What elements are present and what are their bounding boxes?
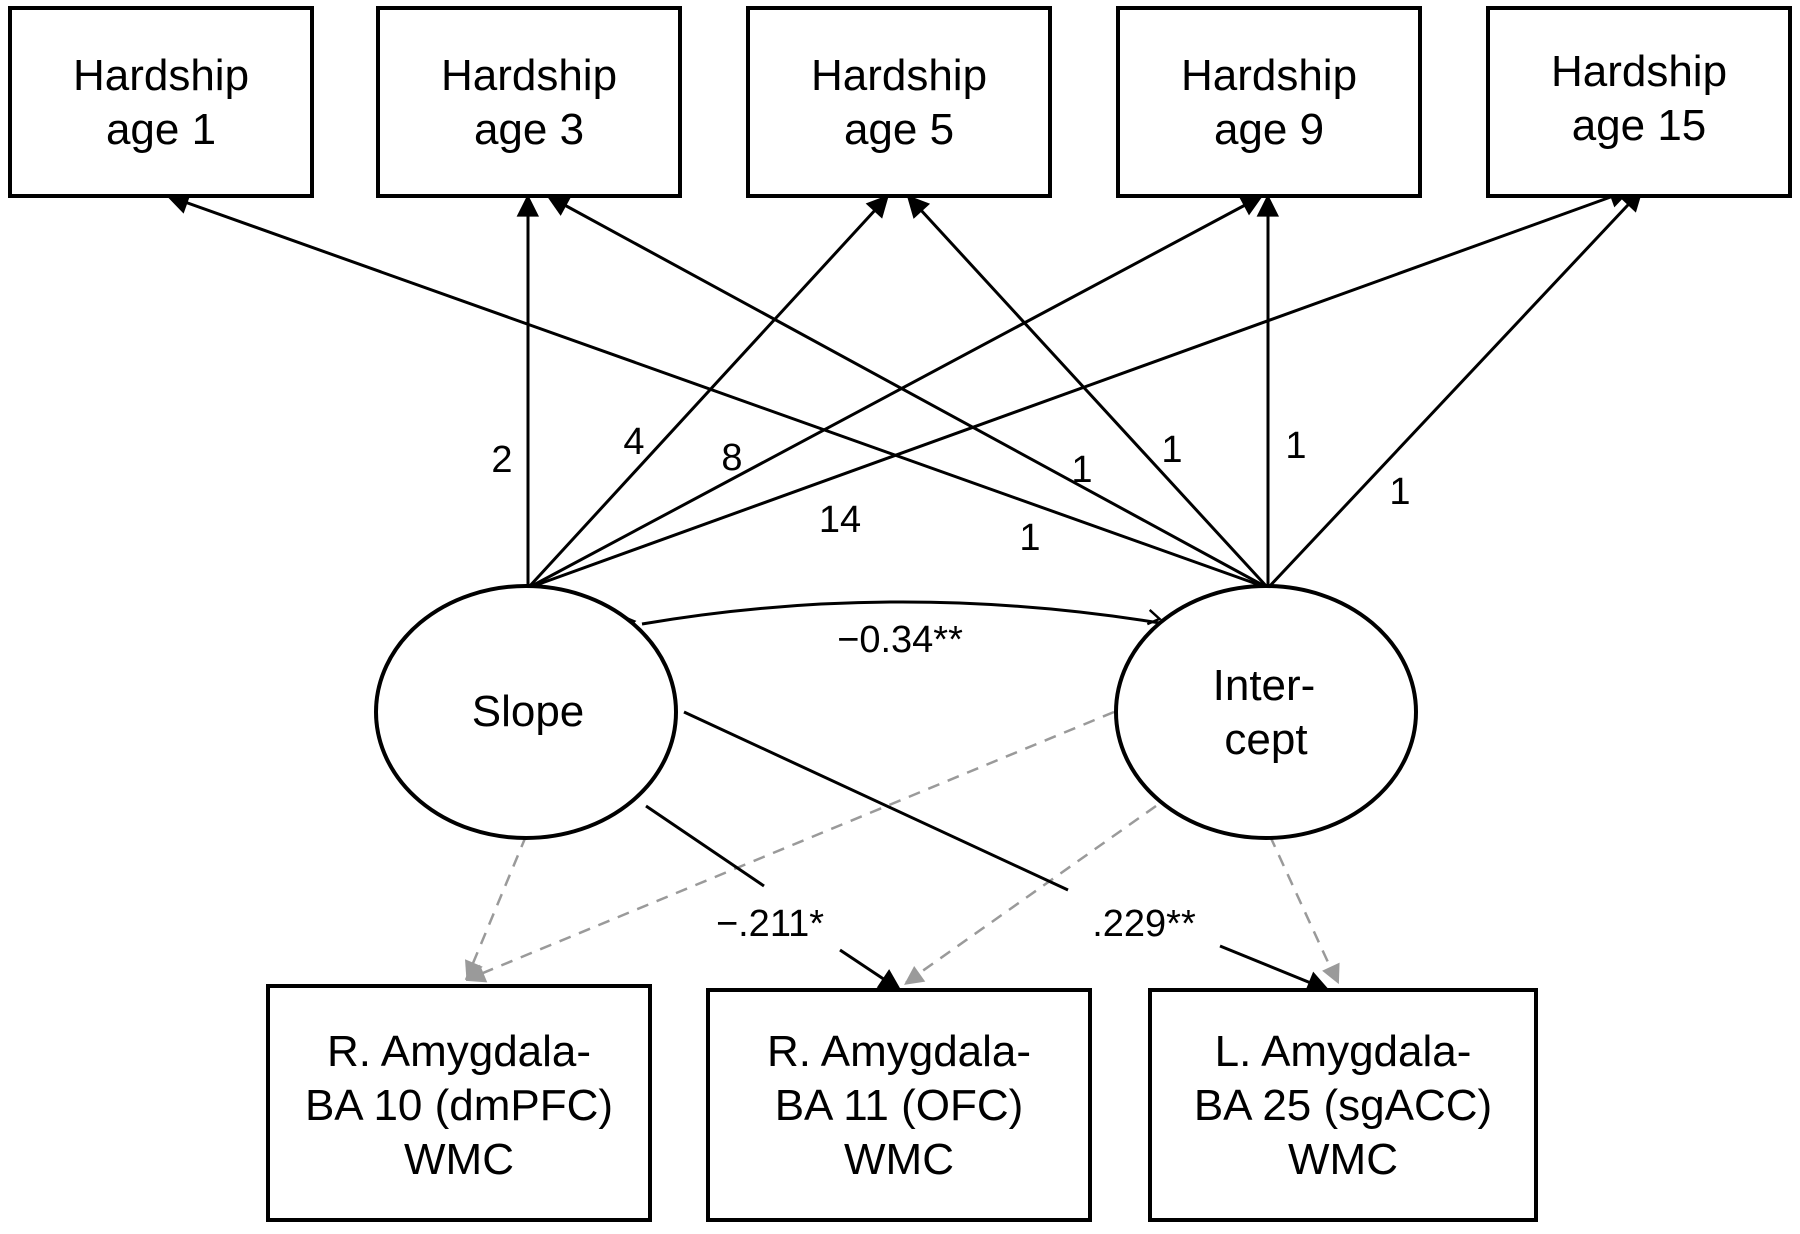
covariance-label: −0.34** [837,619,963,661]
outcome-label-line2: BA 11 (OFC) [775,1081,1024,1130]
indicator-label-line2: age 1 [106,105,216,154]
latent-intercept: Inter- cept [1114,584,1418,840]
indicator-box-age1: Hardship age 1 [8,6,314,198]
path-intercept-to-ofc [903,804,1157,986]
indicator-box-age15: Hardship age 15 [1486,6,1792,198]
loading-label-intercept-age9: 1 [1285,425,1306,467]
regression-label-slope-sgacc: .229** [1092,903,1196,945]
outcome-label-line2: BA 25 (sgACC) [1194,1081,1492,1130]
loading-label-slope-age9: 8 [721,437,742,479]
outcome-label-line3: WMC [404,1135,514,1184]
regression-label-slope-ofc: −.211* [716,903,824,945]
path-intercept-to-dmpfc [465,710,1115,983]
loading-label-intercept-age5: 1 [1161,429,1182,471]
outcome-label-line1: R. Amygdala- [327,1027,591,1076]
path-slope-to-sgacc [683,710,1069,892]
indicator-box-age5: Hardship age 5 [746,6,1052,198]
indicator-label-line2: age 15 [1572,101,1707,150]
slope-loading-labels: 2 4 8 14 [491,421,861,541]
loading-label-slope-age5: 4 [623,421,644,463]
loading-label-slope-age15: 14 [819,499,861,541]
loading-label-intercept-age3: 1 [1071,449,1092,491]
outcome-label-line2: BA 10 (dmPFC) [305,1081,613,1130]
path-intercept-to-age15 [1266,188,1644,590]
indicator-label-line2: age 9 [1214,105,1324,154]
slope-loading-paths [516,186,1632,590]
path-slope-to-age15 [527,186,1632,590]
loading-label-intercept-age1: 1 [1019,517,1040,559]
outcome-label-line3: WMC [1288,1135,1398,1184]
latent-slope-ellipse [374,584,678,840]
path-slope-to-age9 [527,194,1264,590]
path-intercept-to-age3 [546,194,1269,590]
path-intercept-to-age5 [906,194,1270,590]
covariance-arrow [621,600,1167,632]
outcome-label-line1: R. Amygdala- [767,1027,1031,1076]
indicator-box-frame [1116,6,1422,198]
indicator-label-line2: age 5 [844,105,954,154]
path-slope-to-dmpfc [464,835,528,981]
indicator-label-line1: Hardship [73,51,249,100]
outcome-box-frame [1148,988,1538,1222]
loading-label-intercept-age15: 1 [1389,471,1410,513]
path-slope-to-ofc [645,804,765,888]
intercept-loading-paths [166,188,1644,590]
latent-slope-label: Slope [472,687,585,736]
indicator-box-age3: Hardship age 3 [376,6,682,198]
indicator-box-age9: Hardship age 9 [1116,6,1422,198]
indicator-label-line1: Hardship [441,51,617,100]
indicator-label-line1: Hardship [811,51,987,100]
intercept-loading-labels: 1 1 1 1 1 [1019,425,1410,559]
indicator-label-line1: Hardship [1181,51,1357,100]
latent-intercept-label-line2: cept [1224,715,1307,764]
indicator-box-frame [746,6,1052,198]
path-slope-to-ofc-head [839,948,902,992]
latent-intercept-ellipse [1114,584,1418,840]
outcome-label-line1: L. Amygdala- [1215,1027,1472,1076]
path-slope-to-sgacc-head [1219,944,1330,993]
indicator-box-frame [376,6,682,198]
indicator-label-line2: age 3 [474,105,584,154]
path-slope-to-age5 [526,194,890,590]
outcome-box-dmpfc: R. Amygdala- BA 10 (dmPFC) WMC [266,984,652,1222]
outcome-box-frame [706,988,1092,1222]
latent-slope: Slope [374,584,678,840]
outcome-box-frame [266,984,652,1222]
path-intercept-to-sgacc [1268,835,1340,985]
indicator-box-frame [1486,6,1792,198]
outcome-box-sgacc: L. Amygdala- BA 25 (sgACC) WMC [1148,988,1538,1222]
indicator-label-line1: Hardship [1551,47,1727,96]
outcome-label-line3: WMC [844,1135,954,1184]
latent-intercept-label-line1: Inter- [1213,661,1316,710]
path-intercept-to-age1 [166,192,1269,590]
indicator-box-frame [8,6,314,198]
outcome-box-ofc: R. Amygdala- BA 11 (OFC) WMC [706,988,1092,1222]
regression-paths [464,710,1340,993]
loading-label-slope-age3: 2 [491,439,512,481]
